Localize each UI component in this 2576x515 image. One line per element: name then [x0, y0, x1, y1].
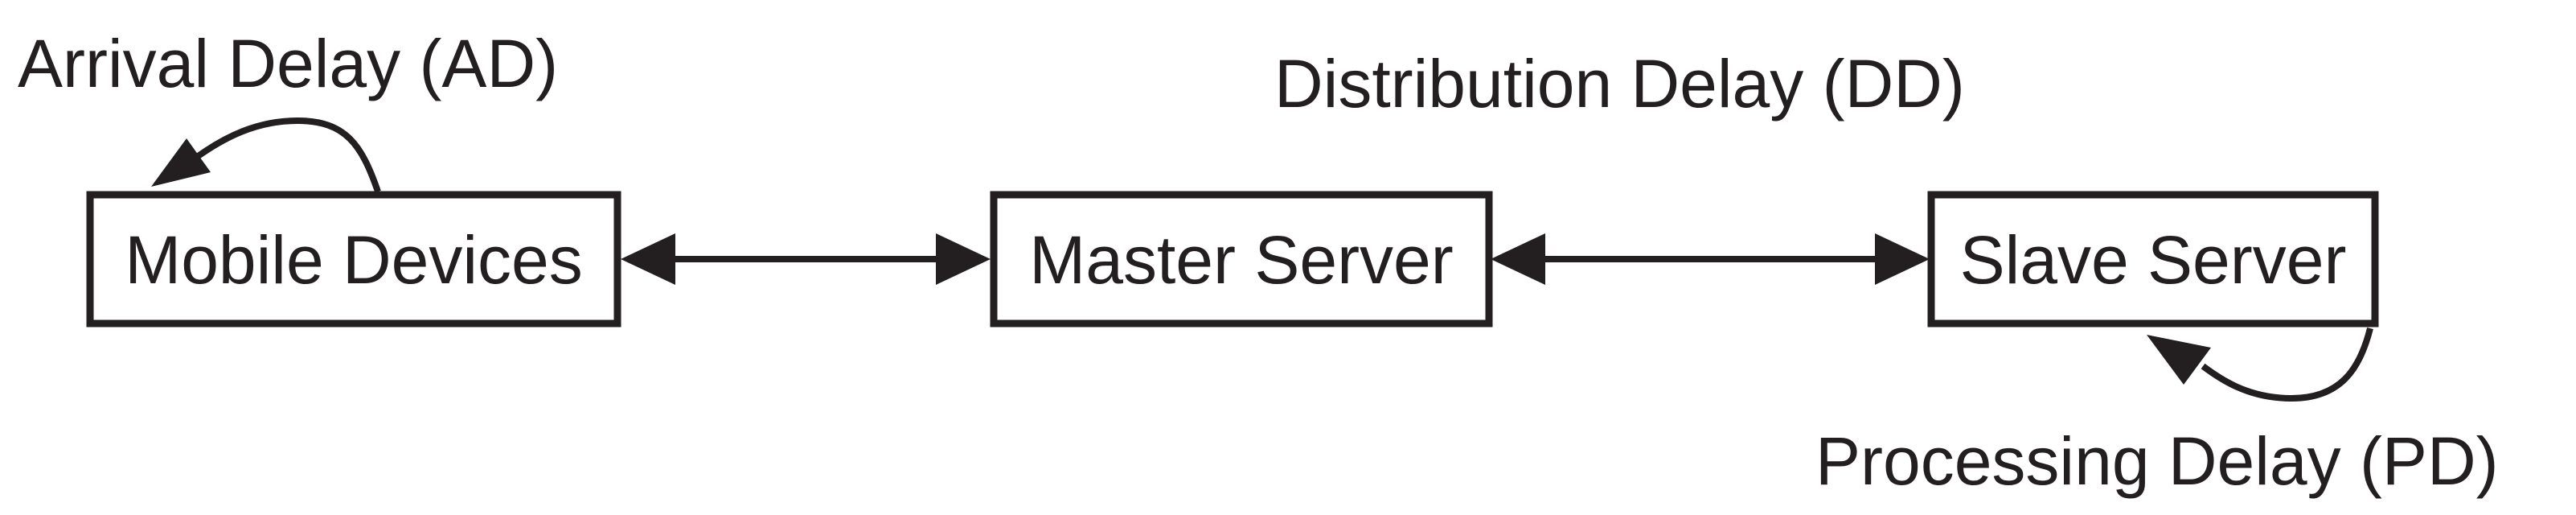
master-server-label: Master Server	[1029, 222, 1453, 298]
mobile-devices-box	[86, 191, 621, 328]
slave-server-label: Slave Server	[1960, 222, 2347, 298]
arrival-delay-label: Arrival Delay (AD)	[18, 26, 558, 101]
arrival-delay-loop-arrow	[195, 117, 381, 193]
mobile-master-link-arrowhead-left	[621, 233, 675, 285]
master-server-box	[990, 191, 1493, 328]
distribution-delay-label: Distribution Delay (DD)	[1274, 46, 1965, 122]
processing-delay-arrowhead	[2147, 335, 2211, 385]
mobile-devices-label: Mobile Devices	[125, 222, 583, 298]
slave-server-box	[1927, 191, 2379, 328]
processing-delay-loop-arrow	[2201, 328, 2373, 402]
processing-delay-label: Processing Delay (PD)	[1815, 423, 2499, 499]
mobile-master-link-arrowhead-right	[936, 233, 991, 285]
master-slave-link-arrowhead-right	[1875, 233, 1930, 285]
arrival-delay-arrowhead	[151, 138, 211, 187]
master-slave-link-arrowhead-left	[1491, 233, 1545, 285]
